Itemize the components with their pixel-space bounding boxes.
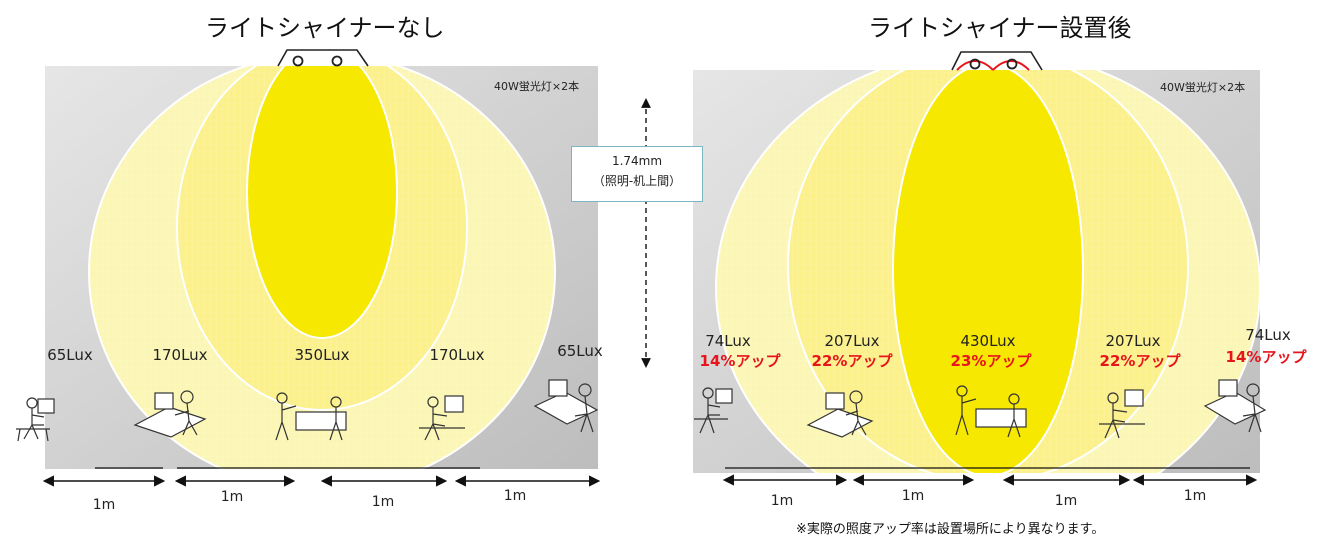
right-worker-figure-4 bbox=[1099, 389, 1145, 439]
left-worker-figure-3 bbox=[275, 392, 347, 441]
right-distance-4: 1m bbox=[1184, 488, 1207, 504]
left-panel: 40W蛍光灯×2本 65Lux 170Lux 350Lux 170Lux 65L… bbox=[16, 49, 603, 513]
footnote: ※実際の照度アップ率は設置場所により異なります。 bbox=[796, 522, 1105, 537]
left-lamp-spec: 40W蛍光灯×2本 bbox=[494, 79, 579, 93]
right-lamp-reflector-icon bbox=[951, 51, 1043, 71]
left-worker-figure-5 bbox=[533, 379, 599, 433]
right-lux-1: 74Lux bbox=[705, 332, 751, 350]
right-lamp-spec: 40W蛍光灯×2本 bbox=[1160, 80, 1245, 94]
right-light-center-zone bbox=[892, 70, 1084, 473]
left-light-center-zone bbox=[246, 66, 398, 339]
left-lux-2: 170Lux bbox=[152, 346, 207, 364]
right-distance-arrows bbox=[722, 467, 1258, 486]
right-worker-figure-1 bbox=[694, 387, 733, 434]
left-lux-5: 65Lux bbox=[557, 342, 603, 360]
right-distance-2: 1m bbox=[902, 488, 925, 504]
right-increase-5: 14%アップ bbox=[1226, 348, 1308, 366]
left-lux-3: 350Lux bbox=[294, 346, 349, 364]
right-lux-4: 207Lux bbox=[1105, 332, 1160, 350]
right-increase-1: 14%アップ bbox=[700, 352, 782, 370]
left-worker-figure-1 bbox=[16, 397, 55, 442]
right-lux-5: 74Lux bbox=[1245, 326, 1291, 344]
right-panel-title: ライトシャイナー設置後 bbox=[868, 14, 1132, 42]
left-lamp-icon bbox=[277, 49, 369, 67]
left-distance-4: 1m bbox=[504, 488, 527, 504]
right-worker-figure-5 bbox=[1203, 379, 1267, 433]
right-lux-3: 430Lux bbox=[960, 332, 1015, 350]
height-value: 1.74mm bbox=[611, 154, 663, 168]
left-panel-title: ライトシャイナーなし bbox=[205, 14, 445, 42]
right-worker-figure-2 bbox=[806, 390, 874, 438]
left-worker-figure-2 bbox=[133, 390, 207, 438]
left-distance-1: 1m bbox=[93, 497, 116, 513]
right-increase-4: 22%アップ bbox=[1100, 352, 1182, 370]
left-distance-2: 1m bbox=[221, 489, 244, 505]
left-lux-1: 65Lux bbox=[47, 346, 93, 364]
height-annotation-box: 1.74mm （照明-机上間） bbox=[571, 146, 703, 202]
right-distance-3: 1m bbox=[1055, 493, 1078, 509]
right-lux-2: 207Lux bbox=[824, 332, 879, 350]
right-increase-3: 23%アップ bbox=[951, 352, 1033, 370]
right-increase-2: 22%アップ bbox=[812, 352, 894, 370]
right-distance-1: 1m bbox=[771, 493, 794, 509]
left-distance-3: 1m bbox=[372, 494, 395, 510]
right-worker-figure-3 bbox=[955, 385, 1027, 438]
left-lux-4: 170Lux bbox=[429, 346, 484, 364]
height-description: （照明-机上間） bbox=[592, 174, 682, 188]
right-panel: 40W蛍光灯×2本 74Lux 14%アップ 207Lux 22%アップ 430… bbox=[693, 51, 1308, 509]
left-worker-figure-4 bbox=[419, 395, 465, 441]
left-distance-arrows bbox=[42, 467, 601, 487]
